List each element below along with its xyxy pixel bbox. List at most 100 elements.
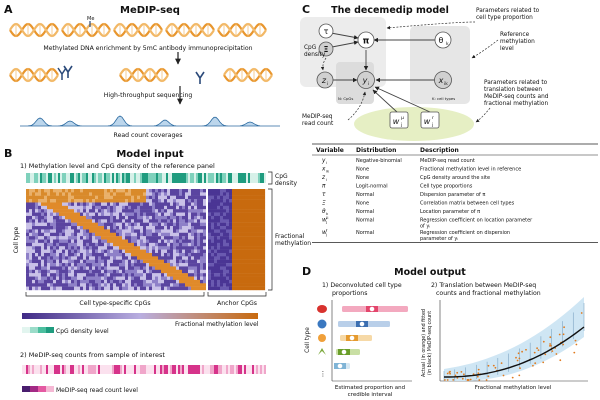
heatmap-cell <box>155 249 158 254</box>
anchor-cell <box>220 246 224 250</box>
heatmap-cell <box>68 252 71 257</box>
heatmap-cell <box>116 269 119 274</box>
anchor-cell <box>214 266 218 270</box>
heatmap-cell <box>98 246 101 250</box>
heatmap-cell <box>65 283 68 287</box>
heatmap-cell <box>44 256 47 260</box>
cpg-density-cell <box>156 173 158 183</box>
heatmap-cell <box>77 256 80 260</box>
cpg-density-cell <box>136 173 138 183</box>
heatmap-cell <box>41 276 44 281</box>
heatmap-cell <box>41 269 44 274</box>
table-description: Regression coefficient on dispersion <box>420 230 510 236</box>
heatmap-cell <box>26 199 29 203</box>
heatmap-cell <box>44 202 47 207</box>
heatmap-cell <box>203 239 206 244</box>
heatmap-cell <box>146 259 149 264</box>
anchor-cell <box>253 236 257 240</box>
anchor-cell <box>229 263 233 267</box>
heatmap-cell <box>128 246 131 250</box>
anchor-cell <box>256 259 260 264</box>
cpg-density-cell <box>222 173 224 183</box>
heatmap-cell <box>29 236 32 240</box>
cpg-density-cell <box>168 173 170 183</box>
anchor-cell <box>211 192 215 196</box>
read-strip-cell <box>240 365 242 374</box>
heatmap-cell <box>41 219 44 223</box>
heatmap-cell <box>149 192 152 196</box>
anchor-bracket <box>207 292 267 297</box>
anchor-cell <box>247 192 251 196</box>
heatmap-cell <box>80 199 83 203</box>
anchor-cell <box>229 199 233 203</box>
cpg-density-cell <box>164 173 166 183</box>
anchor-cell <box>223 286 227 291</box>
heatmap-cell <box>176 249 179 254</box>
heatmap-cell <box>86 219 89 223</box>
heatmap-cell <box>176 192 179 196</box>
heatmap-cell <box>41 279 44 284</box>
anchor-cell <box>253 192 257 196</box>
read-strip-cell <box>68 365 70 374</box>
heatmap-cell <box>125 199 128 203</box>
heatmap-cell <box>80 232 83 237</box>
anchor-cell <box>253 205 257 210</box>
annotation-read-2: read count <box>302 121 334 127</box>
read-strip-cell <box>160 365 162 374</box>
cpg-density-cell <box>220 173 222 183</box>
heatmap-cell <box>110 273 113 277</box>
heatmap-cell <box>56 236 59 240</box>
heatmap-cell <box>167 236 170 240</box>
anchor-cell <box>235 283 239 287</box>
heatmap-cell <box>107 229 110 233</box>
heatmap-cell <box>104 209 107 213</box>
heatmap-cell <box>89 219 92 223</box>
cpg-density-cell <box>186 173 188 183</box>
node-x: x ik <box>434 71 452 89</box>
read-strip-cell <box>34 365 36 374</box>
read-strip-cell <box>124 365 126 374</box>
heatmap-cell <box>59 192 62 196</box>
heatmap-cell <box>92 219 95 223</box>
heatmap-cell <box>131 205 134 210</box>
heatmap-cell <box>68 273 71 277</box>
read-strip-cell <box>236 365 238 374</box>
anchor-cell <box>250 249 254 254</box>
heatmap-cell <box>83 232 86 237</box>
heatmap-cell <box>158 283 161 287</box>
read-strip-cell <box>198 365 200 374</box>
read-strip-cell <box>24 365 26 374</box>
anchor-cell <box>232 236 236 240</box>
anchor-cell <box>211 195 215 200</box>
table-variable: x <box>321 167 326 173</box>
read-strip-cell <box>116 365 118 374</box>
heatmap-cell <box>167 263 170 267</box>
heatmap-cell <box>77 286 80 291</box>
heatmap-cell <box>125 279 128 284</box>
anchor-cell <box>256 205 260 210</box>
heatmap-cell <box>176 229 179 233</box>
heatmap-cell <box>194 195 197 200</box>
heatmap-cell <box>44 192 47 196</box>
anchor-cell <box>250 239 254 244</box>
heatmap-cell <box>146 202 149 207</box>
heatmap-cell <box>59 215 62 220</box>
heatmap-cell <box>86 232 89 237</box>
heatmap-cell <box>134 252 137 257</box>
read-strip-cell <box>262 365 264 374</box>
anchor-cell <box>208 205 212 210</box>
heatmap-cell <box>158 249 161 254</box>
read-strip-cell <box>204 365 206 374</box>
heatmap-cell <box>74 202 77 207</box>
heatmap-cell <box>125 269 128 274</box>
fractional-methylation-bracket <box>268 188 273 291</box>
heatmap-cell <box>146 219 149 223</box>
heatmap-cell <box>128 199 131 203</box>
heatmap-cell <box>56 219 59 223</box>
heatmap-cell <box>110 215 113 220</box>
anchor-cell <box>262 212 266 217</box>
anchor-cell <box>217 286 221 291</box>
heatmap-cell <box>140 269 143 274</box>
anchor-cell <box>241 222 245 227</box>
